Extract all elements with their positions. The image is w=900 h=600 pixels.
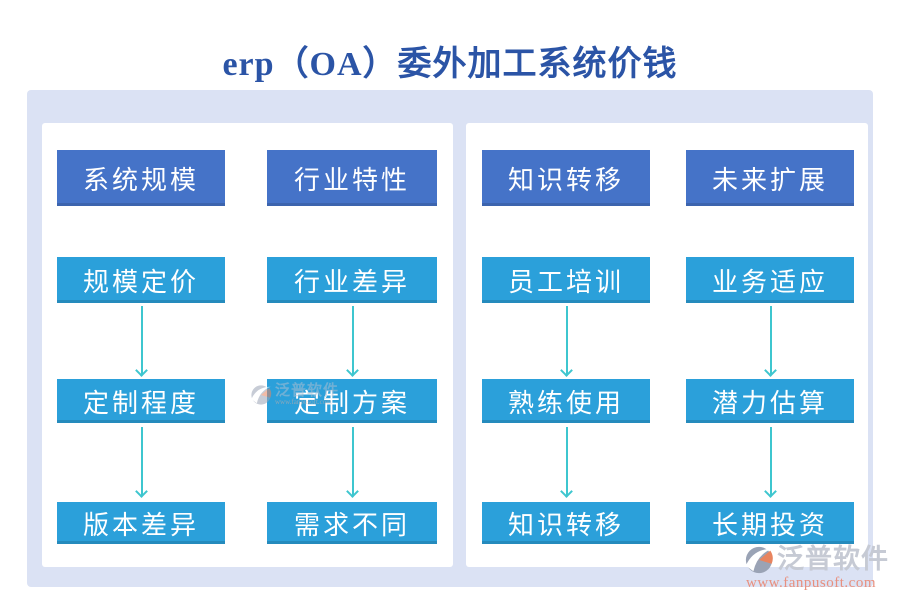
flow-node: 知识转移 xyxy=(482,502,650,544)
flow-node: 版本差异 xyxy=(57,502,225,544)
arrow-down-icon xyxy=(136,306,147,376)
flow-node: 定制方案 xyxy=(267,379,437,423)
flow-node: 熟练使用 xyxy=(482,379,650,423)
arrow-down-icon xyxy=(765,306,776,376)
arrow-down-icon xyxy=(561,427,572,497)
flow-node: 需求不同 xyxy=(267,502,437,544)
brand-logo: 泛普软件 www.fanpusoft.com xyxy=(744,544,889,592)
brand-name: 泛普软件 xyxy=(777,544,889,575)
arrow-down-icon xyxy=(136,427,147,497)
arrow-down-icon xyxy=(347,306,358,376)
flow-node: 行业特性 xyxy=(267,150,437,206)
flow-node: 长期投资 xyxy=(686,502,854,544)
flow-node: 潜力估算 xyxy=(686,379,854,423)
flow-node: 定制程度 xyxy=(57,379,225,423)
brand-url: www.fanpusoft.com xyxy=(746,575,877,591)
page-title: erp（OA）委外加工系统价钱 xyxy=(222,46,678,83)
arrow-down-icon xyxy=(765,427,776,497)
arrow-down-icon xyxy=(347,427,358,497)
flow-node: 员工培训 xyxy=(482,257,650,303)
flow-node: 未来扩展 xyxy=(686,150,854,206)
flow-node: 知识转移 xyxy=(482,150,650,206)
arrow-down-icon xyxy=(561,306,572,376)
flow-node: 系统规模 xyxy=(57,150,225,206)
flow-node: 规模定价 xyxy=(57,257,225,303)
flow-node: 行业差异 xyxy=(267,257,437,303)
fanpu-logo-icon xyxy=(745,546,773,574)
flow-node: 业务适应 xyxy=(686,257,854,303)
diagram-board: 系统规模 规模定价 定制程度 版本差异 行业特性 行业差异 定制方案 需求不同 … xyxy=(27,90,873,587)
